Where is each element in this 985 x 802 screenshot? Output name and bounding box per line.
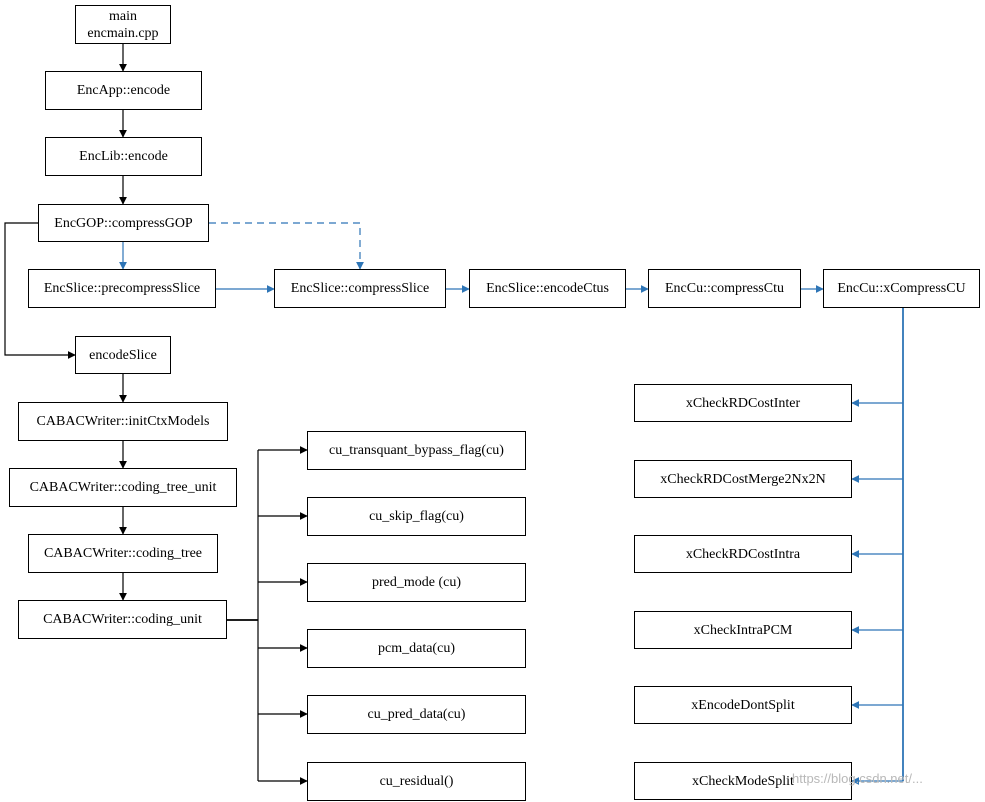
node-main: main encmain.cpp bbox=[75, 5, 171, 44]
node-xencodedontsplit: xEncodeDontSplit bbox=[634, 686, 852, 724]
node-main-line1: main bbox=[109, 8, 137, 24]
node-cabac-coding-tree: CABACWriter::coding_tree bbox=[28, 534, 218, 573]
node-enccu-compressctu: EncCu::compressCtu bbox=[648, 269, 801, 308]
node-cabac-coding-tree-unit: CABACWriter::coding_tree_unit bbox=[9, 468, 237, 507]
node-encgop-compressgop: EncGOP::compressGOP bbox=[38, 204, 209, 242]
node-cabac-coding-unit: CABACWriter::coding_unit bbox=[18, 600, 227, 639]
node-main-line2: encmain.cpp bbox=[87, 25, 159, 41]
node-xcheckrdcostmerge2nx2n: xCheckRDCostMerge2Nx2N bbox=[634, 460, 852, 498]
node-enclib-encode: EncLib::encode bbox=[45, 137, 202, 176]
arrow-encgop-to-encodeslice bbox=[4, 222, 76, 359]
node-pcm-data: pcm_data(cu) bbox=[307, 629, 526, 668]
node-encapp-encode: EncApp::encode bbox=[45, 71, 202, 110]
node-enccu-xcompresscu: EncCu::xCompressCU bbox=[823, 269, 980, 308]
node-xcheckintrapcm: xCheckIntraPCM bbox=[634, 611, 852, 649]
node-cu-transquant-bypass-flag: cu_transquant_bypass_flag(cu) bbox=[307, 431, 526, 470]
node-cabac-initctxmodels: CABACWriter::initCtxModels bbox=[18, 402, 228, 441]
node-encslice-compressslice: EncSlice::compressSlice bbox=[274, 269, 446, 308]
watermark-text: https://blog.csdn.net/... bbox=[792, 771, 923, 786]
node-encslice-encodectus: EncSlice::encodeCtus bbox=[469, 269, 626, 308]
node-cu-residual: cu_residual() bbox=[307, 762, 526, 801]
node-xcheckrdcostinter: xCheckRDCostInter bbox=[634, 384, 852, 422]
node-xcheckrdcostintra: xCheckRDCostIntra bbox=[634, 535, 852, 573]
node-encslice-precompressslice: EncSlice::precompressSlice bbox=[28, 269, 216, 308]
node-cu-skip-flag: cu_skip_flag(cu) bbox=[307, 497, 526, 536]
node-encodeslice: encodeSlice bbox=[75, 336, 171, 374]
node-xcheckmodesplit: xCheckModeSplit bbox=[634, 762, 852, 800]
node-pred-mode: pred_mode (cu) bbox=[307, 563, 526, 602]
node-cu-pred-data: cu_pred_data(cu) bbox=[307, 695, 526, 734]
dashed-arrow-encgop-to-compressslice bbox=[209, 222, 364, 270]
